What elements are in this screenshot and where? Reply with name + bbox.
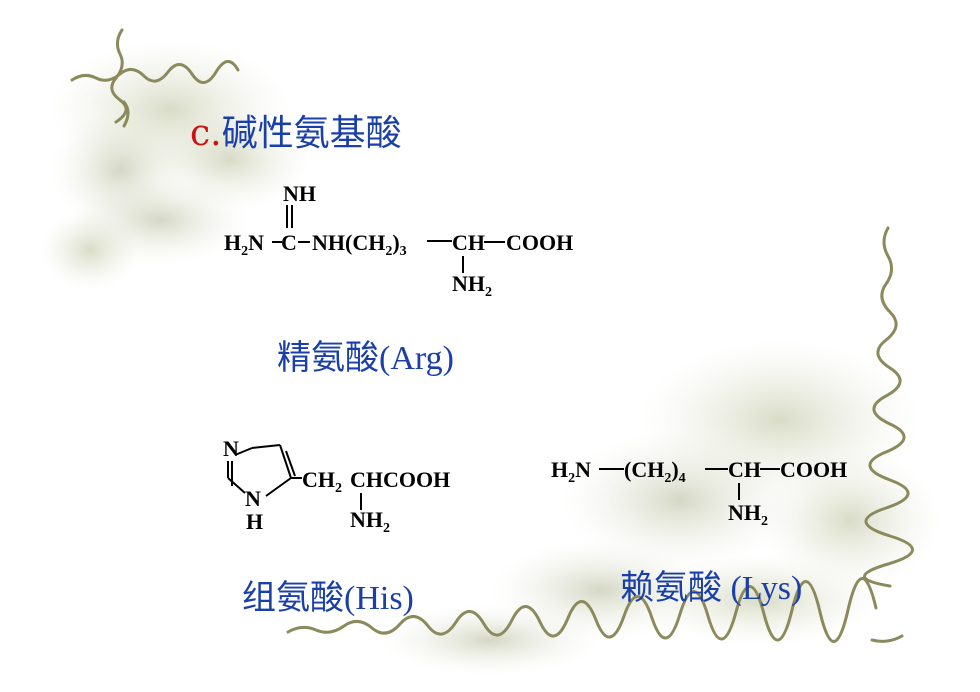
arg-cooh: COOH	[506, 230, 573, 255]
lys-h2n: H2N	[551, 457, 591, 486]
title-text: 碱性氨基酸	[221, 113, 402, 154]
title-prefix: c.	[190, 113, 222, 154]
arg-nh-top: NH	[283, 181, 316, 206]
vine-bottom	[286, 577, 904, 643]
arg-central-c: C	[281, 230, 297, 255]
arg-ch: CH	[452, 230, 485, 255]
lys-nh2: NH2	[728, 500, 768, 529]
his-nh2: NH2	[350, 507, 390, 536]
lysine-caption: 赖氨酸 (Lys)	[620, 570, 803, 607]
his-ring-n1: N	[223, 436, 239, 461]
vine-right	[863, 226, 914, 588]
histidine-caption: 组氨酸(His)	[242, 580, 414, 617]
imidazole-ring	[227, 444, 296, 497]
vine-top-left	[70, 28, 240, 128]
arg-chain: NH(CH2)3	[312, 230, 407, 259]
lys-ch: CH	[728, 457, 761, 482]
lys-chain: (CH2)4	[624, 457, 686, 486]
arginine-caption: 精氨酸(Arg)	[277, 340, 454, 377]
arg-h2n: H2N	[224, 230, 264, 259]
his-ch2: CH2	[302, 467, 342, 496]
his-ring-h: H	[246, 509, 263, 534]
slide-title: c.碱性氨基酸	[190, 104, 402, 156]
his-chcooh: CHCOOH	[350, 467, 450, 492]
arg-nh2: NH2	[452, 271, 492, 300]
foliage-top-left	[40, 40, 310, 290]
lys-cooh: COOH	[780, 457, 847, 482]
his-ring-n2: N	[245, 486, 261, 511]
foliage-bottom-right	[380, 340, 940, 675]
